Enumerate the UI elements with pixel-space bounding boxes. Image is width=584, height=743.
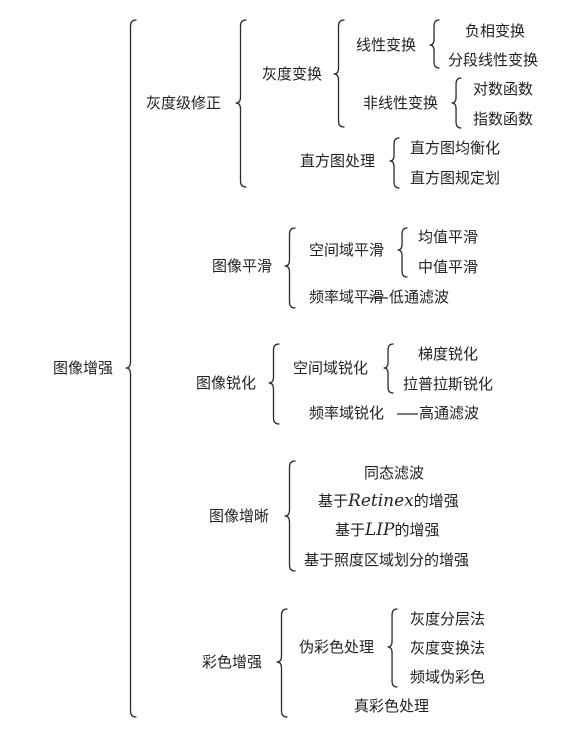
sharpen-spatial-brace xyxy=(383,343,394,394)
smooth-spatial-brace xyxy=(397,227,408,278)
linear-transform-node: 线性变换 xyxy=(356,36,417,54)
sharpen-freq-node: 频率域锐化 xyxy=(309,404,385,422)
smooth-brace xyxy=(284,227,296,309)
sharpen-spatial-node: 空间域锐化 xyxy=(293,359,369,377)
nonlinear-brace xyxy=(451,77,462,129)
mean-smooth-leaf: 均值平滑 xyxy=(418,228,479,246)
lip-math: LIP xyxy=(365,520,395,540)
log-function-leaf: 对数函数 xyxy=(473,80,534,98)
smooth-freq-node: 频率域平滑 xyxy=(309,288,385,306)
sharpen-node: 图像锐化 xyxy=(196,374,257,392)
transform-brace xyxy=(333,19,345,128)
gray-brace xyxy=(235,19,247,188)
gray-correction-node: 灰度级修正 xyxy=(146,94,222,112)
smooth-node: 图像平滑 xyxy=(212,257,273,275)
median-smooth-leaf: 中值平滑 xyxy=(418,258,479,276)
freq-pseudo-leaf: 频域伪彩色 xyxy=(410,668,486,686)
lip-suffix: 的增强 xyxy=(394,521,440,539)
gray-transform-node: 灰度变换 xyxy=(262,65,323,83)
gray-slicing-leaf: 灰度分层法 xyxy=(410,610,486,628)
gradient-sharpen-leaf: 梯度锐化 xyxy=(418,345,479,363)
retinex-math: Retinex xyxy=(348,491,414,511)
lip-prefix: 基于 xyxy=(335,521,366,539)
lip-leaf: 基于LIP的增强 xyxy=(335,520,439,540)
retinex-prefix: 基于 xyxy=(318,492,349,510)
laplace-sharpen-leaf: 拉普拉斯锐化 xyxy=(403,375,494,393)
exp-function-leaf: 指数函数 xyxy=(473,110,534,128)
color-brace xyxy=(276,608,288,718)
root-brace xyxy=(125,19,137,718)
highpass-leaf: 高通滤波 xyxy=(419,404,480,422)
histogram-brace xyxy=(389,137,400,189)
sharpen-brace xyxy=(268,343,280,425)
retinex-leaf: 基于Retinex的增强 xyxy=(318,491,459,511)
root-node: 图像增强 xyxy=(53,359,114,377)
pseudo-color-node: 伪彩色处理 xyxy=(299,638,375,656)
homomorphic-leaf: 同态滤波 xyxy=(364,464,425,482)
clarity-node: 图像增晰 xyxy=(209,507,270,525)
histogram-node: 直方图处理 xyxy=(300,152,376,170)
color-node: 彩色增强 xyxy=(202,653,263,671)
linear-brace xyxy=(429,19,440,69)
clarity-brace xyxy=(284,460,296,572)
retinex-suffix: 的增强 xyxy=(413,492,459,510)
piecewise-linear-leaf: 分段线性变换 xyxy=(448,51,539,69)
hist-specify-leaf: 直方图规定划 xyxy=(410,169,501,187)
illumination-leaf: 基于照度区域划分的增强 xyxy=(304,551,470,569)
pseudo-brace xyxy=(387,608,398,688)
negative-transform-leaf: 负相变换 xyxy=(465,22,526,40)
lowpass-leaf: 低通滤波 xyxy=(389,288,450,306)
true-color-leaf: 真彩色处理 xyxy=(354,697,430,715)
smooth-spatial-node: 空间域平滑 xyxy=(309,241,385,259)
nonlinear-transform-node: 非线性变换 xyxy=(363,94,439,112)
hist-equalize-leaf: 直方图均衡化 xyxy=(410,139,501,157)
gray-transform-method-leaf: 灰度变换法 xyxy=(410,639,486,657)
